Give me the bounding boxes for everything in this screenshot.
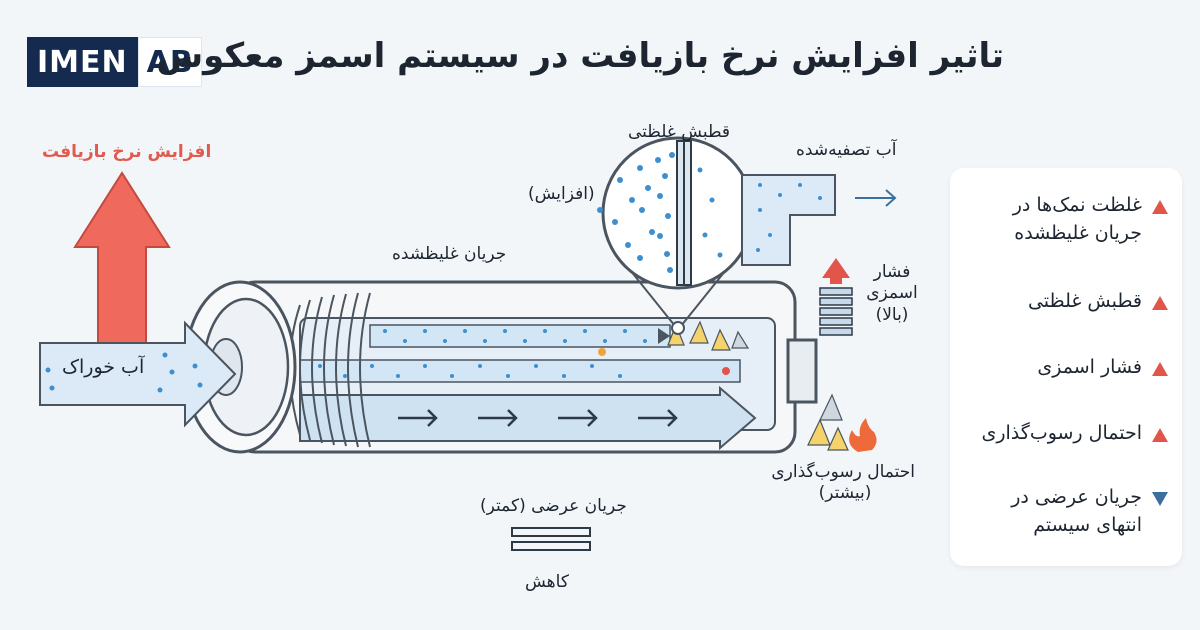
effect-text: غلظت نمک‌ها در جریان غلیظشده: [1012, 194, 1142, 244]
feed-arrow: [39, 320, 237, 428]
osmotic-bars: [819, 287, 853, 336]
spiral-windings: [289, 292, 371, 448]
effect-text: فشار اسمزی: [1037, 356, 1142, 378]
spark-icon: [598, 348, 606, 356]
feed-dots: [45, 352, 203, 393]
crossflow-reduce-icon: [511, 527, 591, 551]
down-triangle-icon: [1152, 492, 1168, 506]
outlet-pipe: [786, 338, 818, 404]
concentrate-dots: [318, 329, 647, 378]
effect-item-salt-concentration: غلظت نمک‌ها در جریان غلیظشده: [968, 192, 1168, 247]
magnifier-pointer: [671, 321, 685, 335]
recovery-increase-arrow: [73, 171, 171, 346]
brand-logo: IMEN AB: [27, 37, 202, 87]
effect-text: احتمال رسوب‌گذاری: [981, 422, 1142, 444]
permeate-dots: [756, 183, 822, 252]
crossflow-label: جریان عرضی (کمتر): [480, 496, 627, 516]
brand-logo-part2: AB: [137, 37, 202, 87]
up-triangle-icon: [1152, 362, 1168, 376]
up-triangle-icon: [1152, 200, 1168, 214]
concentrate-flow-arrow: [658, 328, 670, 344]
effects-panel: غلظت نمک‌ها در جریان غلیظشده قطبش غلظتی …: [950, 168, 1182, 566]
concentrate-stream-label: جریان غلیظشده: [392, 244, 507, 264]
page-title: تاثیر افزایش نرخ بازیافت در سیستم اسمز م…: [156, 36, 1004, 76]
up-triangle-icon: [1152, 296, 1168, 310]
scaling-line1: احتمال رسوب‌گذاری: [771, 462, 915, 482]
osmotic-pressure-label: فشار اسمزی (بالا): [862, 262, 922, 326]
scaling-line2: (بیشتر): [818, 483, 872, 504]
scaling-crystals-icon: [807, 393, 849, 451]
flame-icon: [849, 418, 877, 452]
permeate-pipe: [741, 174, 836, 266]
effect-item-osmotic-pressure: فشار اسمزی: [968, 354, 1168, 382]
osmotic-pressure-line2: اسمزی: [866, 283, 918, 304]
polarization-dots: [597, 152, 723, 273]
permeate-water-label: آب تصفیه‌شده: [796, 140, 897, 160]
decrease-label: کاهش: [525, 572, 569, 592]
up-triangle-icon: [1152, 428, 1168, 442]
effect-item-crossflow: جریان عرضی در انتهای سیستم: [968, 484, 1168, 539]
brand-logo-part1: IMEN: [27, 37, 138, 87]
osmotic-pressure-line3: (بالا): [875, 304, 909, 325]
osmotic-up-arrow: [822, 258, 850, 284]
polarization-increase-label: (افزایش): [528, 184, 595, 204]
polarization-title: قطبش غلظتی: [628, 122, 731, 142]
scale-crystals-inside: [667, 320, 750, 351]
permeate-arrow: [855, 189, 897, 207]
effect-text: قطبش غلظتی: [1027, 290, 1142, 312]
recovery-increase-label: افزایش نرخ بازیافت: [42, 142, 212, 162]
concentrate-channel: [369, 324, 671, 348]
feed-water-label: آب خوراک: [62, 356, 145, 378]
crossflow-arrows: [398, 409, 678, 427]
crossflow-channel: [299, 385, 757, 451]
effect-item-scaling: احتمال رسوب‌گذاری: [968, 420, 1168, 448]
osmotic-pressure-line1: فشار: [873, 262, 911, 282]
permeate-core: [299, 359, 741, 383]
effect-text: جریان عرضی در انتهای سیستم: [1011, 486, 1142, 536]
effect-item-polarization: قطبش غلظتی: [968, 288, 1168, 316]
scaling-label: احتمال رسوب‌گذاری (بیشتر): [771, 462, 915, 505]
spark-icon-2: [722, 367, 730, 375]
